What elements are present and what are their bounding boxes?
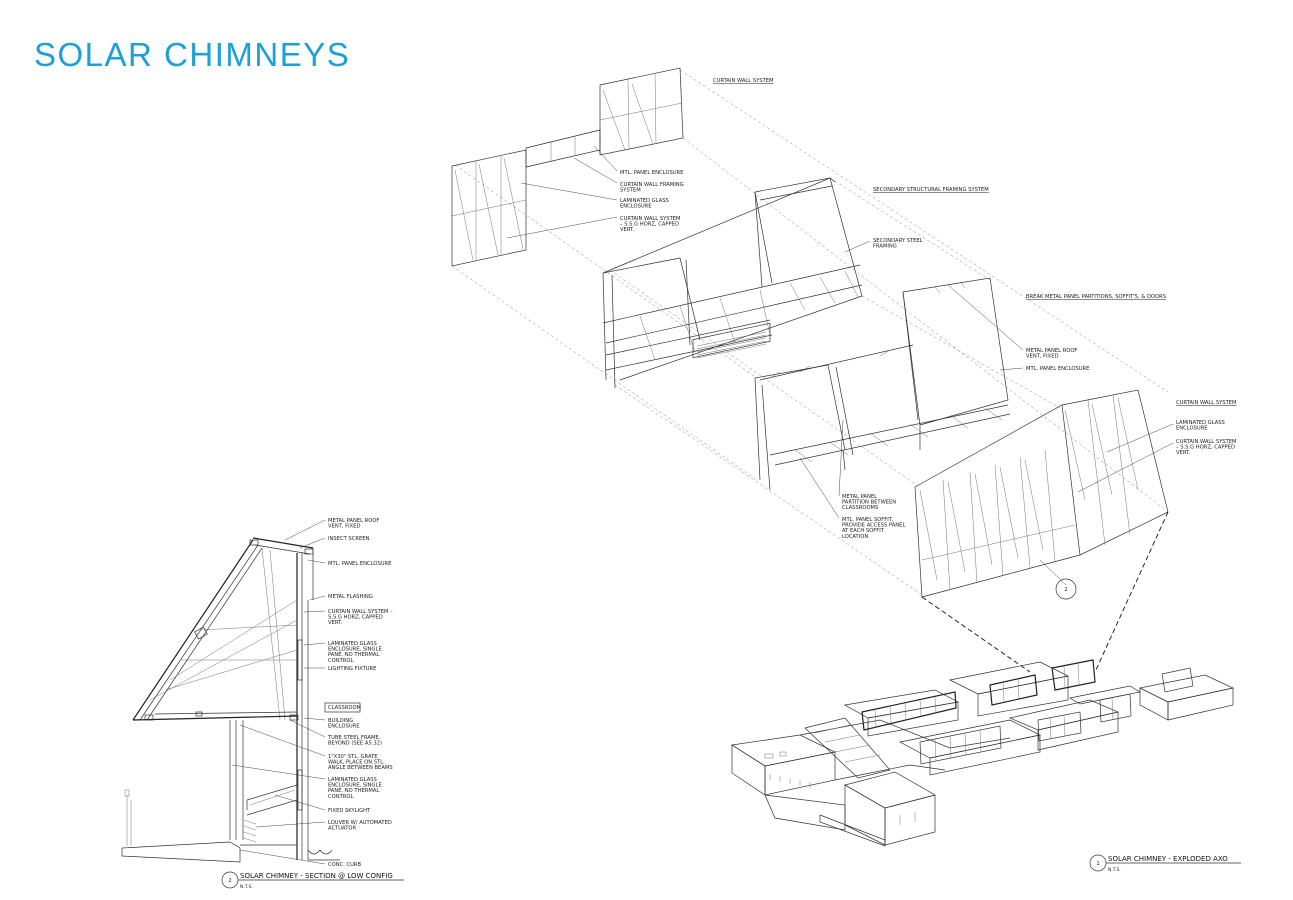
detail-callout-number: 2 [1064, 587, 1067, 593]
title-number-1: 1 [1096, 861, 1099, 867]
curtain-wall-panel-bottom: 2 [914, 389, 1169, 600]
section-note-2: INSECT SCREEN [328, 536, 369, 542]
room-tag-box [324, 702, 361, 713]
title-label-section: SOLAR CHIMNEY - SECTION @ LOW CONFIG [240, 872, 393, 880]
secondary-framing [602, 177, 863, 389]
title-block-exploded-axo: 1 SOLAR CHIMNEY - EXPLODED AXO N.T.S. [1089, 854, 1241, 873]
notes-curtain-wall-top: CURTAIN WALL SYSTEM MTL. PANEL ENCLOSURE… [506, 78, 774, 239]
section-note-12: FIXED SKYLIGHT [328, 808, 371, 814]
page-title: SOLAR CHIMNEYS [34, 36, 351, 73]
room-tag-classroom: CLASSROOM [328, 705, 361, 711]
title-scale-section: N.T.S. [240, 884, 253, 890]
site-building-axo [731, 659, 1235, 847]
title-scale-exploded-axo: N.T.S. [1108, 867, 1121, 873]
section-note-9: TUBE STEEL FRAME,BEYOND (SEE A5.32) [327, 735, 382, 747]
section-drawing [121, 537, 340, 863]
notes-break-metal: BREAK METAL PANEL PARTITIONS, SOFFIT'S, … [799, 284, 1166, 540]
section-note-14: CONC. CURB [328, 862, 362, 868]
heading-break-metal: BREAK METAL PANEL PARTITIONS, SOFFIT'S, … [1026, 294, 1166, 300]
notes-secondary: SECONDARY STRUCTURAL FRAMING SYSTEM SECO… [844, 187, 989, 253]
title-number-2: 2 [228, 878, 231, 884]
heading-curtain-wall-bottom: CURTAIN WALL SYSTEM [1176, 400, 1237, 406]
curtain-wall-panel-top [451, 67, 684, 267]
section-note-7: LIGHTING FIXTURE [328, 666, 376, 672]
projection-lines [451, 69, 1169, 596]
heading-secondary: SECONDARY STRUCTURAL FRAMING SYSTEM [873, 187, 989, 193]
heading-curtain-wall-top: CURTAIN WALL SYSTEM [713, 78, 774, 84]
break-metal-panels [754, 277, 1011, 491]
note-c2: MTL. PANEL ENCLOSURE [1026, 366, 1089, 372]
section-note-4: METAL FLASHING [328, 594, 373, 600]
note-a1: MTL. PANEL ENCLOSURE [620, 170, 683, 176]
title-block-section: 2 SOLAR CHIMNEY - SECTION @ LOW CONFIG N… [221, 871, 404, 890]
section-note-3: MTL. PANEL ENCLOSURE [328, 561, 391, 567]
detail-callout-circle [1055, 578, 1077, 600]
title-label-exploded-axo: SOLAR CHIMNEY - EXPLODED AXO [1108, 855, 1228, 863]
